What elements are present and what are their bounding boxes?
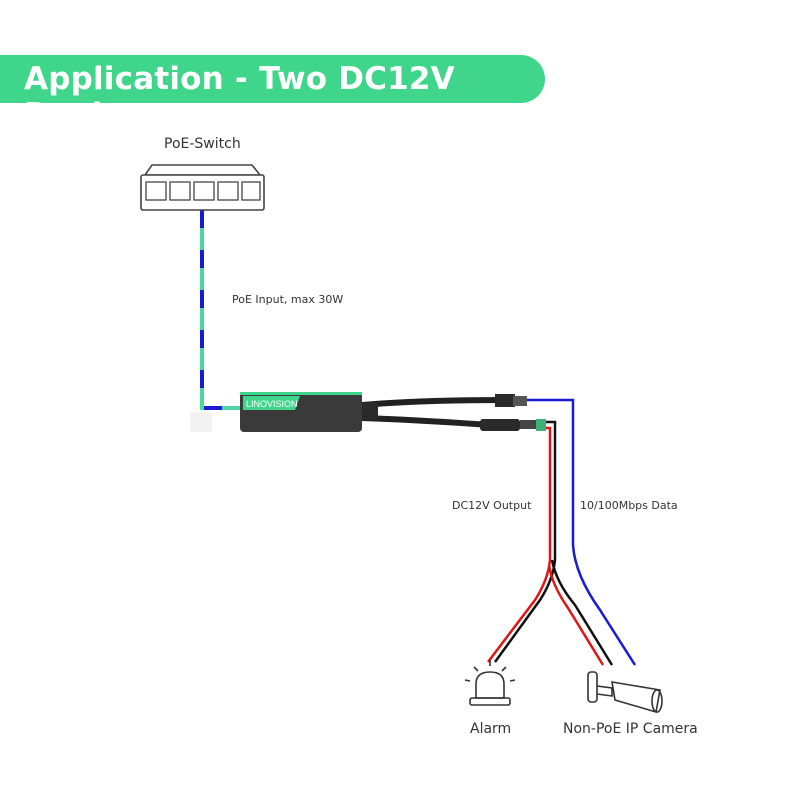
switch-label: PoE-Switch bbox=[164, 136, 241, 152]
device-brand: LINOVISION bbox=[246, 399, 298, 409]
poe-switch-icon bbox=[140, 164, 265, 211]
data-wire bbox=[527, 398, 637, 666]
title: Application - Two DC12V Devices bbox=[24, 61, 455, 133]
poe-splitter-device: LINOVISION bbox=[240, 392, 546, 432]
poe-cable bbox=[190, 210, 240, 432]
alarm-icon bbox=[464, 660, 516, 706]
camera-label: Non-PoE IP Camera bbox=[563, 721, 698, 737]
power-wires bbox=[487, 420, 614, 666]
dc-output-label: DC12V Output bbox=[452, 499, 532, 512]
poe-input-label: PoE Input, max 30W bbox=[232, 293, 344, 306]
title-banner: Application - Two DC12V Devices bbox=[0, 55, 545, 133]
camera-icon bbox=[587, 671, 663, 714]
data-label: 10/100Mbps Data bbox=[580, 499, 678, 512]
alarm-label: Alarm bbox=[470, 721, 512, 737]
